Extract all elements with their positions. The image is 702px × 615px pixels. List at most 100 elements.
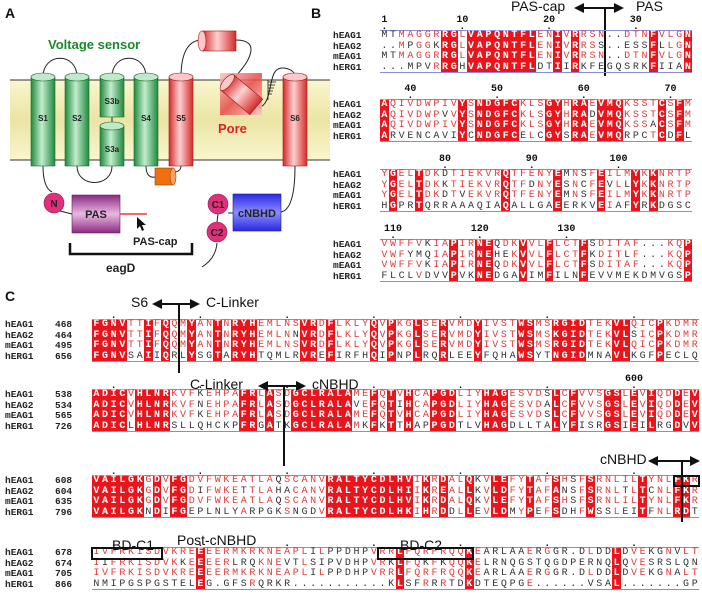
residue: S	[292, 319, 299, 330]
ruler-cell	[458, 154, 467, 170]
residue: N	[691, 557, 698, 569]
ruler-cell	[422, 370, 431, 390]
residue: G	[499, 389, 509, 401]
residue: D	[378, 475, 387, 487]
residue: S	[570, 475, 577, 486]
residue: K	[474, 475, 481, 486]
ruler-cell	[614, 84, 623, 100]
residue: A	[490, 420, 500, 432]
residue: Q	[614, 130, 623, 142]
residue: V	[318, 496, 325, 507]
residue: L	[683, 568, 690, 579]
residue: F	[407, 260, 414, 271]
residue: C	[369, 506, 379, 518]
residue: S	[240, 578, 247, 590]
residue: V	[162, 496, 169, 507]
residue: F	[518, 61, 528, 73]
residue: G	[206, 350, 213, 362]
residue: F	[568, 389, 578, 401]
ruler-cell	[257, 528, 266, 548]
residue: P	[449, 270, 459, 282]
residue: E	[398, 169, 405, 180]
residue: .	[327, 578, 334, 590]
residue: A	[92, 389, 101, 401]
residue: E	[629, 389, 639, 401]
helix-s3b: S3b	[99, 72, 125, 118]
residue: .	[606, 51, 613, 62]
ruler-cell	[493, 154, 502, 170]
residue: A	[494, 200, 501, 212]
residue: I	[639, 319, 646, 330]
sequence-name: hEAG1	[5, 547, 34, 558]
residue: R	[431, 578, 438, 590]
residue: F	[154, 319, 161, 330]
residue: Y	[381, 169, 388, 180]
residue: Y	[473, 350, 483, 362]
residue: H	[248, 319, 257, 331]
ruler-dot: .	[630, 311, 637, 322]
residue: T	[128, 340, 135, 351]
loop-s6-cnbhd	[280, 165, 296, 213]
residue: .	[561, 578, 568, 590]
post-cnbhd-annotation: Post-cNBHD	[177, 532, 257, 548]
ruler-cell	[597, 15, 606, 31]
residue: D	[577, 329, 587, 341]
residue: F	[501, 120, 511, 132]
sequence-name: hERG1	[5, 420, 34, 432]
residue: A	[326, 410, 335, 422]
residue: Y	[546, 190, 553, 201]
ruler-cell	[597, 154, 606, 170]
ruler-cell	[274, 528, 283, 548]
ruler-cell	[614, 15, 623, 31]
residue: A	[604, 578, 611, 590]
residue: M	[398, 40, 405, 52]
residue: C	[118, 410, 127, 422]
residue: .	[398, 61, 405, 73]
residue: K	[667, 249, 674, 261]
residue: E	[553, 169, 563, 181]
residue: V	[370, 557, 377, 569]
ruler-cell	[586, 370, 595, 390]
residue: K	[135, 475, 145, 487]
residue: D	[154, 568, 161, 579]
ruler-cell	[578, 300, 587, 320]
residue: D	[378, 485, 387, 497]
residue: K	[344, 329, 351, 341]
residue: Y	[381, 190, 388, 201]
residue: D	[378, 496, 387, 508]
residue: Q	[657, 389, 664, 400]
residue: R	[433, 200, 440, 212]
residue: C	[369, 496, 379, 508]
residue: R	[249, 578, 256, 590]
residue: L	[188, 420, 195, 432]
residue: K	[171, 557, 178, 569]
residue: M	[563, 169, 570, 180]
residue: A	[343, 399, 353, 411]
residue: G	[301, 506, 308, 518]
ruler-cell	[397, 224, 406, 240]
ruler-dot: .	[110, 539, 117, 550]
residue: G	[128, 578, 135, 590]
residue: A	[223, 350, 230, 362]
residue: F	[369, 410, 379, 422]
residue: S	[632, 40, 639, 52]
residue: Y	[381, 179, 388, 191]
residue: G	[449, 61, 459, 73]
residue: P	[683, 249, 693, 261]
residue: A	[433, 130, 440, 142]
residue: E	[275, 557, 282, 569]
ruler-cell	[118, 300, 127, 320]
residue: Y	[631, 179, 641, 191]
residue: P	[655, 319, 665, 331]
residue: L	[624, 249, 631, 261]
residue: A	[265, 410, 275, 422]
ruler-cell	[170, 456, 179, 476]
residue: .	[615, 30, 622, 41]
residue: A	[136, 350, 143, 362]
residue: P	[223, 410, 230, 421]
residue: E	[457, 350, 464, 362]
